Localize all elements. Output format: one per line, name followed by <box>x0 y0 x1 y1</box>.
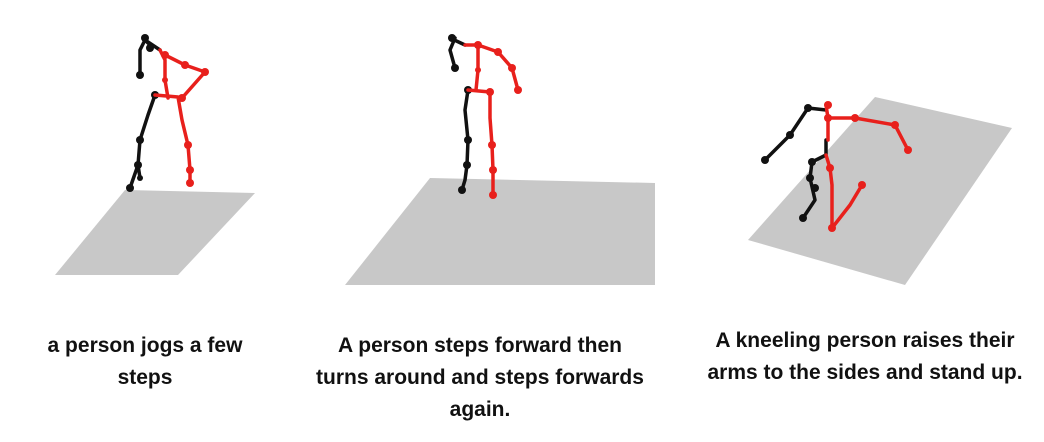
panel-1-caption: a person jogs a few steps <box>47 334 243 389</box>
panel-3-skeleton-scene <box>748 97 1012 285</box>
panel-1-skeleton-scene <box>55 34 255 275</box>
floor-plane <box>748 97 1012 285</box>
panel-3-caption: A kneeling person raises their arms to t… <box>707 329 1023 384</box>
floor-plane <box>345 178 655 285</box>
floor-plane <box>55 190 255 275</box>
panel-2-skeleton-scene <box>345 34 655 285</box>
motion-figure-panels <box>55 34 1012 285</box>
panel-2-caption: A person steps forward then turns around… <box>316 334 644 421</box>
skeleton-right-side <box>153 48 207 185</box>
